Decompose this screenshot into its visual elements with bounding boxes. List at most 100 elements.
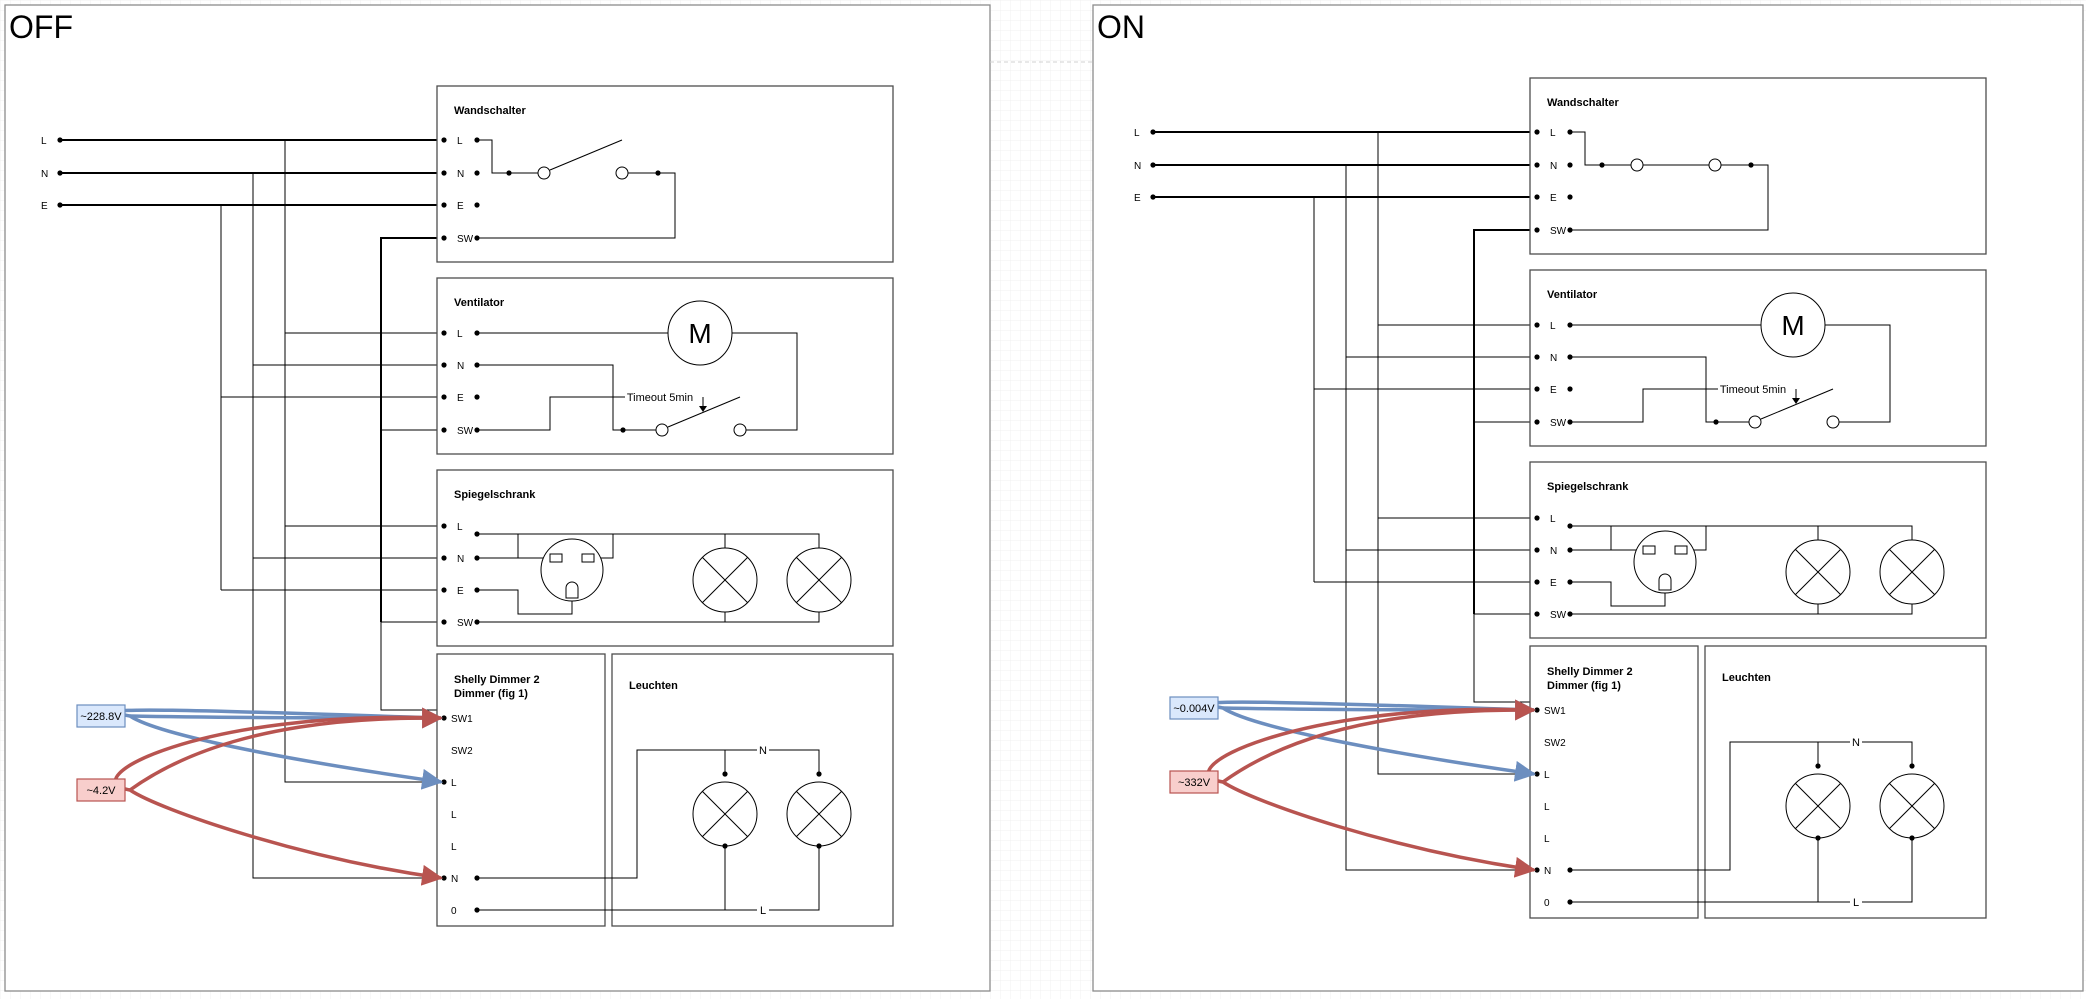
- lamp-icon: [692, 781, 758, 847]
- terminal-dot: [441, 619, 447, 625]
- socket-earth: [477, 589, 573, 615]
- terminal-label: N: [457, 361, 464, 372]
- lamp-cross: [1889, 549, 1935, 595]
- lamp-icon: [1785, 539, 1851, 605]
- timer-arrow-head: [699, 406, 707, 412]
- terminal-label: E: [457, 393, 464, 404]
- terminal-label: SW1: [451, 714, 473, 725]
- motor-return: [1825, 324, 1891, 423]
- terminal-dot: [57, 137, 63, 143]
- terminal-dot: [1567, 162, 1573, 168]
- n-bus: [1345, 165, 1536, 871]
- mains-label: E: [41, 201, 48, 212]
- voltage-arrow: [1206, 707, 1537, 878]
- box-title: Shelly Dimmer 2: [1547, 666, 1633, 678]
- terminal-label: L: [1550, 514, 1556, 525]
- terminal-dot: [441, 394, 447, 400]
- terminal-label: L: [457, 522, 463, 533]
- terminal-dot: [441, 587, 447, 593]
- socket-slot: [549, 553, 563, 563]
- terminal-dot: [57, 202, 63, 208]
- socket-slot: [1674, 545, 1688, 555]
- box-frame: [1529, 77, 1987, 255]
- terminal-label: L: [451, 810, 457, 821]
- lamp-cross: [1795, 549, 1841, 595]
- terminal-dot: [1534, 419, 1540, 425]
- lamp-icon: [786, 781, 852, 847]
- label-bg: [757, 903, 769, 916]
- label-bg: [1850, 735, 1862, 748]
- terminal-label: 0: [1544, 898, 1550, 909]
- switch-contact: [1708, 158, 1722, 172]
- terminal-dot: [1534, 129, 1540, 135]
- box-title: Shelly Dimmer 2: [454, 674, 540, 686]
- box-frame: [436, 653, 606, 927]
- terminal-label: N: [1550, 546, 1557, 557]
- box-frame: [1704, 645, 1987, 919]
- box-title: Wandschalter: [454, 105, 526, 117]
- terminal-dot: [441, 170, 447, 176]
- leuchten-l-lead: [1570, 838, 1913, 903]
- terminal-dot: [1534, 386, 1540, 392]
- voltage-arrow: [1206, 700, 1537, 782]
- terminal-dot: [441, 715, 447, 721]
- n-bus: [252, 173, 443, 879]
- lamp-cross: [796, 557, 842, 603]
- terminal-label: L: [1550, 321, 1556, 332]
- terminal-label: SW: [457, 234, 474, 245]
- lamp-sw-lead: [477, 612, 820, 623]
- timer-label: Timeout 5min: [1720, 384, 1786, 396]
- box-title: Ventilator: [454, 297, 505, 309]
- box-title: Spiegelschrank: [454, 489, 536, 501]
- terminal-dot: [441, 362, 447, 368]
- voltage-arrow: [113, 715, 444, 886]
- label-bg: [757, 743, 769, 756]
- l-bus: [284, 140, 443, 783]
- terminal-dot: [1534, 322, 1540, 328]
- switch-contact: [1630, 158, 1644, 172]
- lamp-cross: [796, 791, 842, 837]
- leuchten-l-label: L: [760, 905, 766, 917]
- terminal-label: L: [1544, 834, 1550, 845]
- switch-lead: [477, 139, 509, 174]
- socket-lead: [1570, 525, 1612, 550]
- box-frame: [1529, 645, 1699, 919]
- terminal-label: SW: [457, 618, 474, 629]
- voltage-arrow: [128, 707, 444, 792]
- switch-lead: [1570, 131, 1602, 166]
- terminal-label: SW: [457, 426, 474, 437]
- voltage-badge: [1169, 696, 1219, 720]
- voltage-label: ~0.004V: [1173, 703, 1215, 715]
- panel-off: OFFLNEWandschalterLNESWVentilatorLNESWMT…: [4, 4, 991, 992]
- terminal-label: E: [1550, 385, 1557, 396]
- terminal-dot: [441, 427, 447, 433]
- socket-slot: [1642, 545, 1656, 555]
- terminal-label: N: [1550, 353, 1557, 364]
- box-subtitle: Dimmer (fig 1): [1547, 680, 1621, 692]
- terminal-dot: [441, 137, 447, 143]
- terminal-dot: [1815, 763, 1821, 769]
- lamp-cross: [702, 557, 748, 603]
- terminal-dot: [474, 202, 480, 208]
- box-title: Ventilator: [1547, 289, 1598, 301]
- voltage-label: ~228.8V: [80, 711, 122, 723]
- voltage-arrow: [113, 708, 444, 790]
- timer-lever: [667, 396, 741, 428]
- terminal-dot: [1534, 611, 1540, 617]
- timer-contact: [1826, 415, 1840, 429]
- terminal-dot: [1534, 194, 1540, 200]
- switch-contact: [537, 166, 551, 180]
- wiring: [60, 139, 443, 879]
- sw-lead: [1570, 388, 1718, 423]
- timer-label-bg: [1718, 381, 1788, 396]
- terminal-dot: [441, 555, 447, 561]
- voltage-badge: [1169, 770, 1219, 794]
- terminal-label: 0: [451, 906, 457, 917]
- leuchten-n-lead: [1570, 741, 1913, 871]
- wiring: [1153, 131, 1536, 871]
- terminal-dot: [57, 170, 63, 176]
- lamp-icon: [786, 547, 852, 613]
- voltage-label: ~332V: [1178, 777, 1211, 789]
